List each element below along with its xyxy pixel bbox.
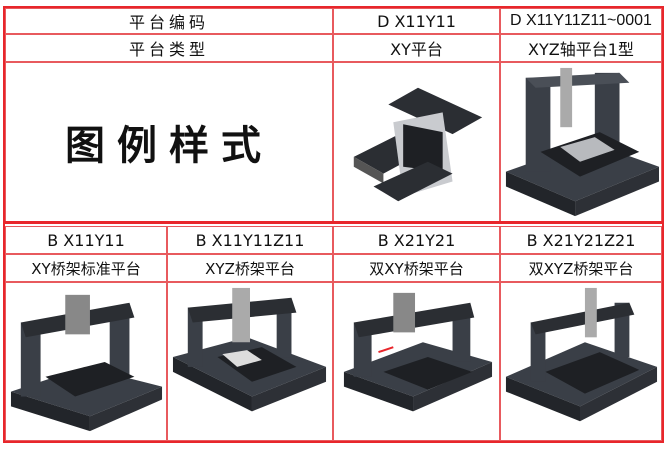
- code-header: 平台编码: [5, 8, 333, 34]
- gantry-image: [5, 282, 167, 441]
- xyz-platform-image: [500, 62, 662, 222]
- dual-xyz-gantry-image: [500, 282, 662, 441]
- xyz-gantry-image: [167, 282, 333, 441]
- xy-platform-image: [333, 62, 500, 222]
- type-cell: XY平台: [333, 34, 500, 62]
- type-cell: 双XYZ桥架平台: [500, 254, 662, 282]
- code-cell: B X21Y21Z21: [500, 226, 662, 254]
- type-cell: XY桥架标准平台: [5, 254, 167, 282]
- table-frame: [3, 6, 664, 443]
- code-cell: B X11Y11Z11: [167, 226, 333, 254]
- section-divider: [3, 221, 664, 224]
- type-header: 平台类型: [5, 34, 333, 62]
- code-cell: B X21Y21: [333, 226, 500, 254]
- dual-gantry-image: [333, 282, 500, 441]
- code-cell: D X11Y11Z11~0001: [500, 8, 662, 34]
- code-cell: D X11Y11: [333, 8, 500, 34]
- type-cell: 双XY桥架平台: [333, 254, 500, 282]
- code-cell: B X11Y11: [5, 226, 167, 254]
- type-cell: XYZ轴平台1型: [500, 34, 662, 62]
- legend-label: 图例样式: [5, 62, 333, 222]
- type-cell: XYZ桥架平台: [167, 254, 333, 282]
